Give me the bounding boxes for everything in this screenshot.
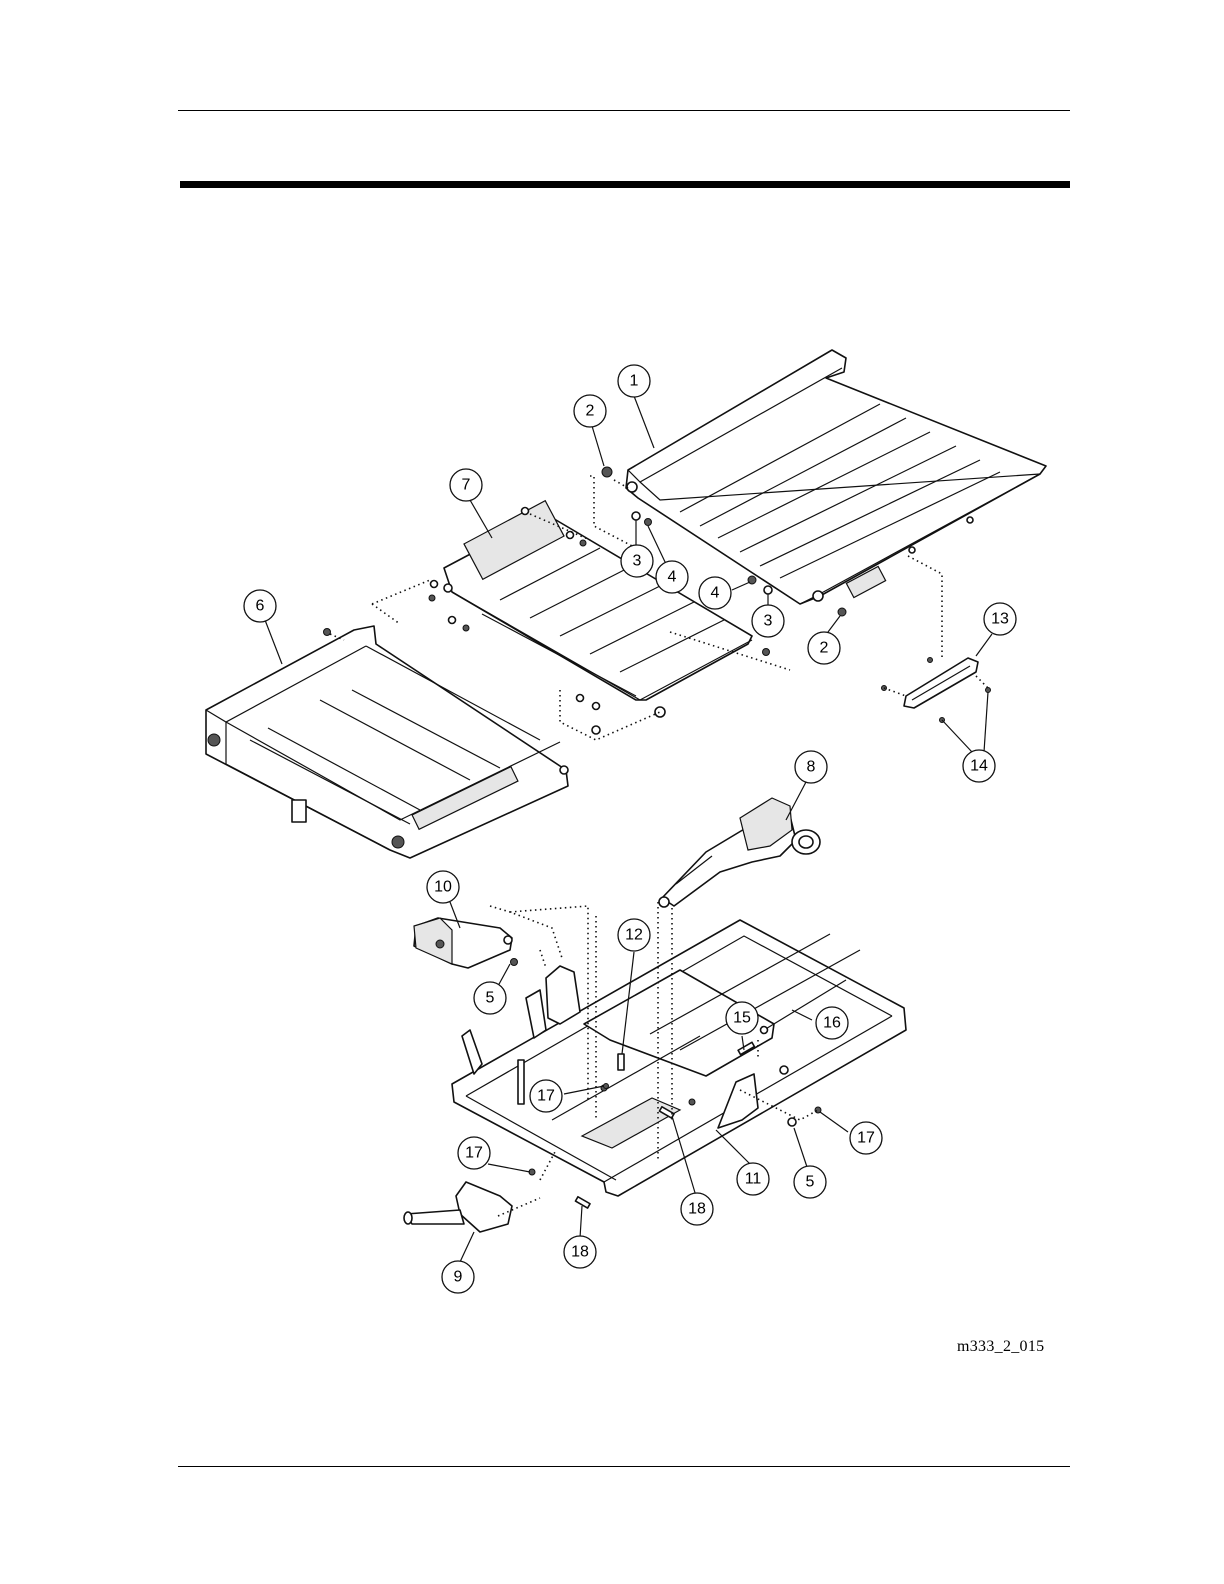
svg-text:11: 11: [745, 1171, 762, 1188]
callout-3-left: 3: [621, 545, 653, 577]
callout-7: 7: [450, 469, 482, 501]
svg-text:1: 1: [630, 373, 639, 390]
callout-17-middle: 17: [530, 1080, 562, 1112]
callout-1: 1: [618, 365, 650, 397]
svg-text:13: 13: [991, 611, 1009, 628]
callout-4-left: 4: [656, 561, 688, 593]
svg-text:3: 3: [764, 613, 773, 630]
svg-text:17: 17: [857, 1130, 875, 1147]
svg-text:16: 16: [823, 1015, 841, 1032]
svg-text:5: 5: [806, 1174, 815, 1191]
callout-14: 14: [963, 750, 995, 782]
callout-11: 11: [737, 1163, 769, 1195]
svg-text:18: 18: [571, 1244, 589, 1261]
callout-3-right: 3: [752, 605, 784, 637]
part-10-mount: [414, 918, 512, 968]
callout-17-left: 17: [458, 1137, 490, 1169]
svg-text:4: 4: [711, 585, 720, 602]
callout-4-right: 4: [699, 577, 731, 609]
svg-text:18: 18: [688, 1201, 706, 1218]
callout-9: 9: [442, 1261, 474, 1293]
svg-text:17: 17: [537, 1088, 555, 1105]
figure-id-label: m333_2_015: [957, 1338, 1044, 1356]
svg-text:5: 5: [486, 990, 495, 1007]
callout-15: 15: [726, 1002, 758, 1034]
svg-text:7: 7: [462, 477, 471, 494]
part-11-base-frame: [452, 920, 906, 1196]
callout-2-upper: 2: [574, 395, 606, 427]
callout-8: 8: [795, 751, 827, 783]
callout-18-left: 18: [564, 1236, 596, 1268]
svg-text:15: 15: [733, 1010, 751, 1027]
svg-text:2: 2: [820, 640, 829, 657]
svg-text:10: 10: [434, 879, 452, 896]
svg-text:3: 3: [633, 553, 642, 570]
svg-text:14: 14: [970, 758, 988, 775]
callout-17-right: 17: [850, 1122, 882, 1154]
svg-text:17: 17: [465, 1145, 483, 1162]
svg-text:8: 8: [807, 759, 816, 776]
callout-6: 6: [244, 590, 276, 622]
part-1-rear-platform: [626, 350, 1046, 604]
callout-10: 10: [427, 871, 459, 903]
callout-18-right: 18: [681, 1193, 713, 1225]
part-6-platform-frame: [206, 626, 568, 858]
svg-text:6: 6: [256, 598, 265, 615]
callout-13: 13: [984, 603, 1016, 635]
callout-2-lower: 2: [808, 632, 840, 664]
callout-5-right: 5: [794, 1166, 826, 1198]
part-9-axle: [404, 1182, 512, 1232]
callout-12: 12: [618, 919, 650, 951]
svg-text:4: 4: [668, 569, 677, 586]
footer-rule: [178, 1466, 1070, 1467]
svg-text:12: 12: [625, 927, 643, 944]
callout-16: 16: [816, 1007, 848, 1039]
svg-text:2: 2: [586, 403, 595, 420]
part-13-bracket: [882, 658, 991, 723]
part-8-actuator: [659, 798, 820, 907]
callout-5-left: 5: [474, 982, 506, 1014]
svg-text:9: 9: [454, 1269, 463, 1286]
